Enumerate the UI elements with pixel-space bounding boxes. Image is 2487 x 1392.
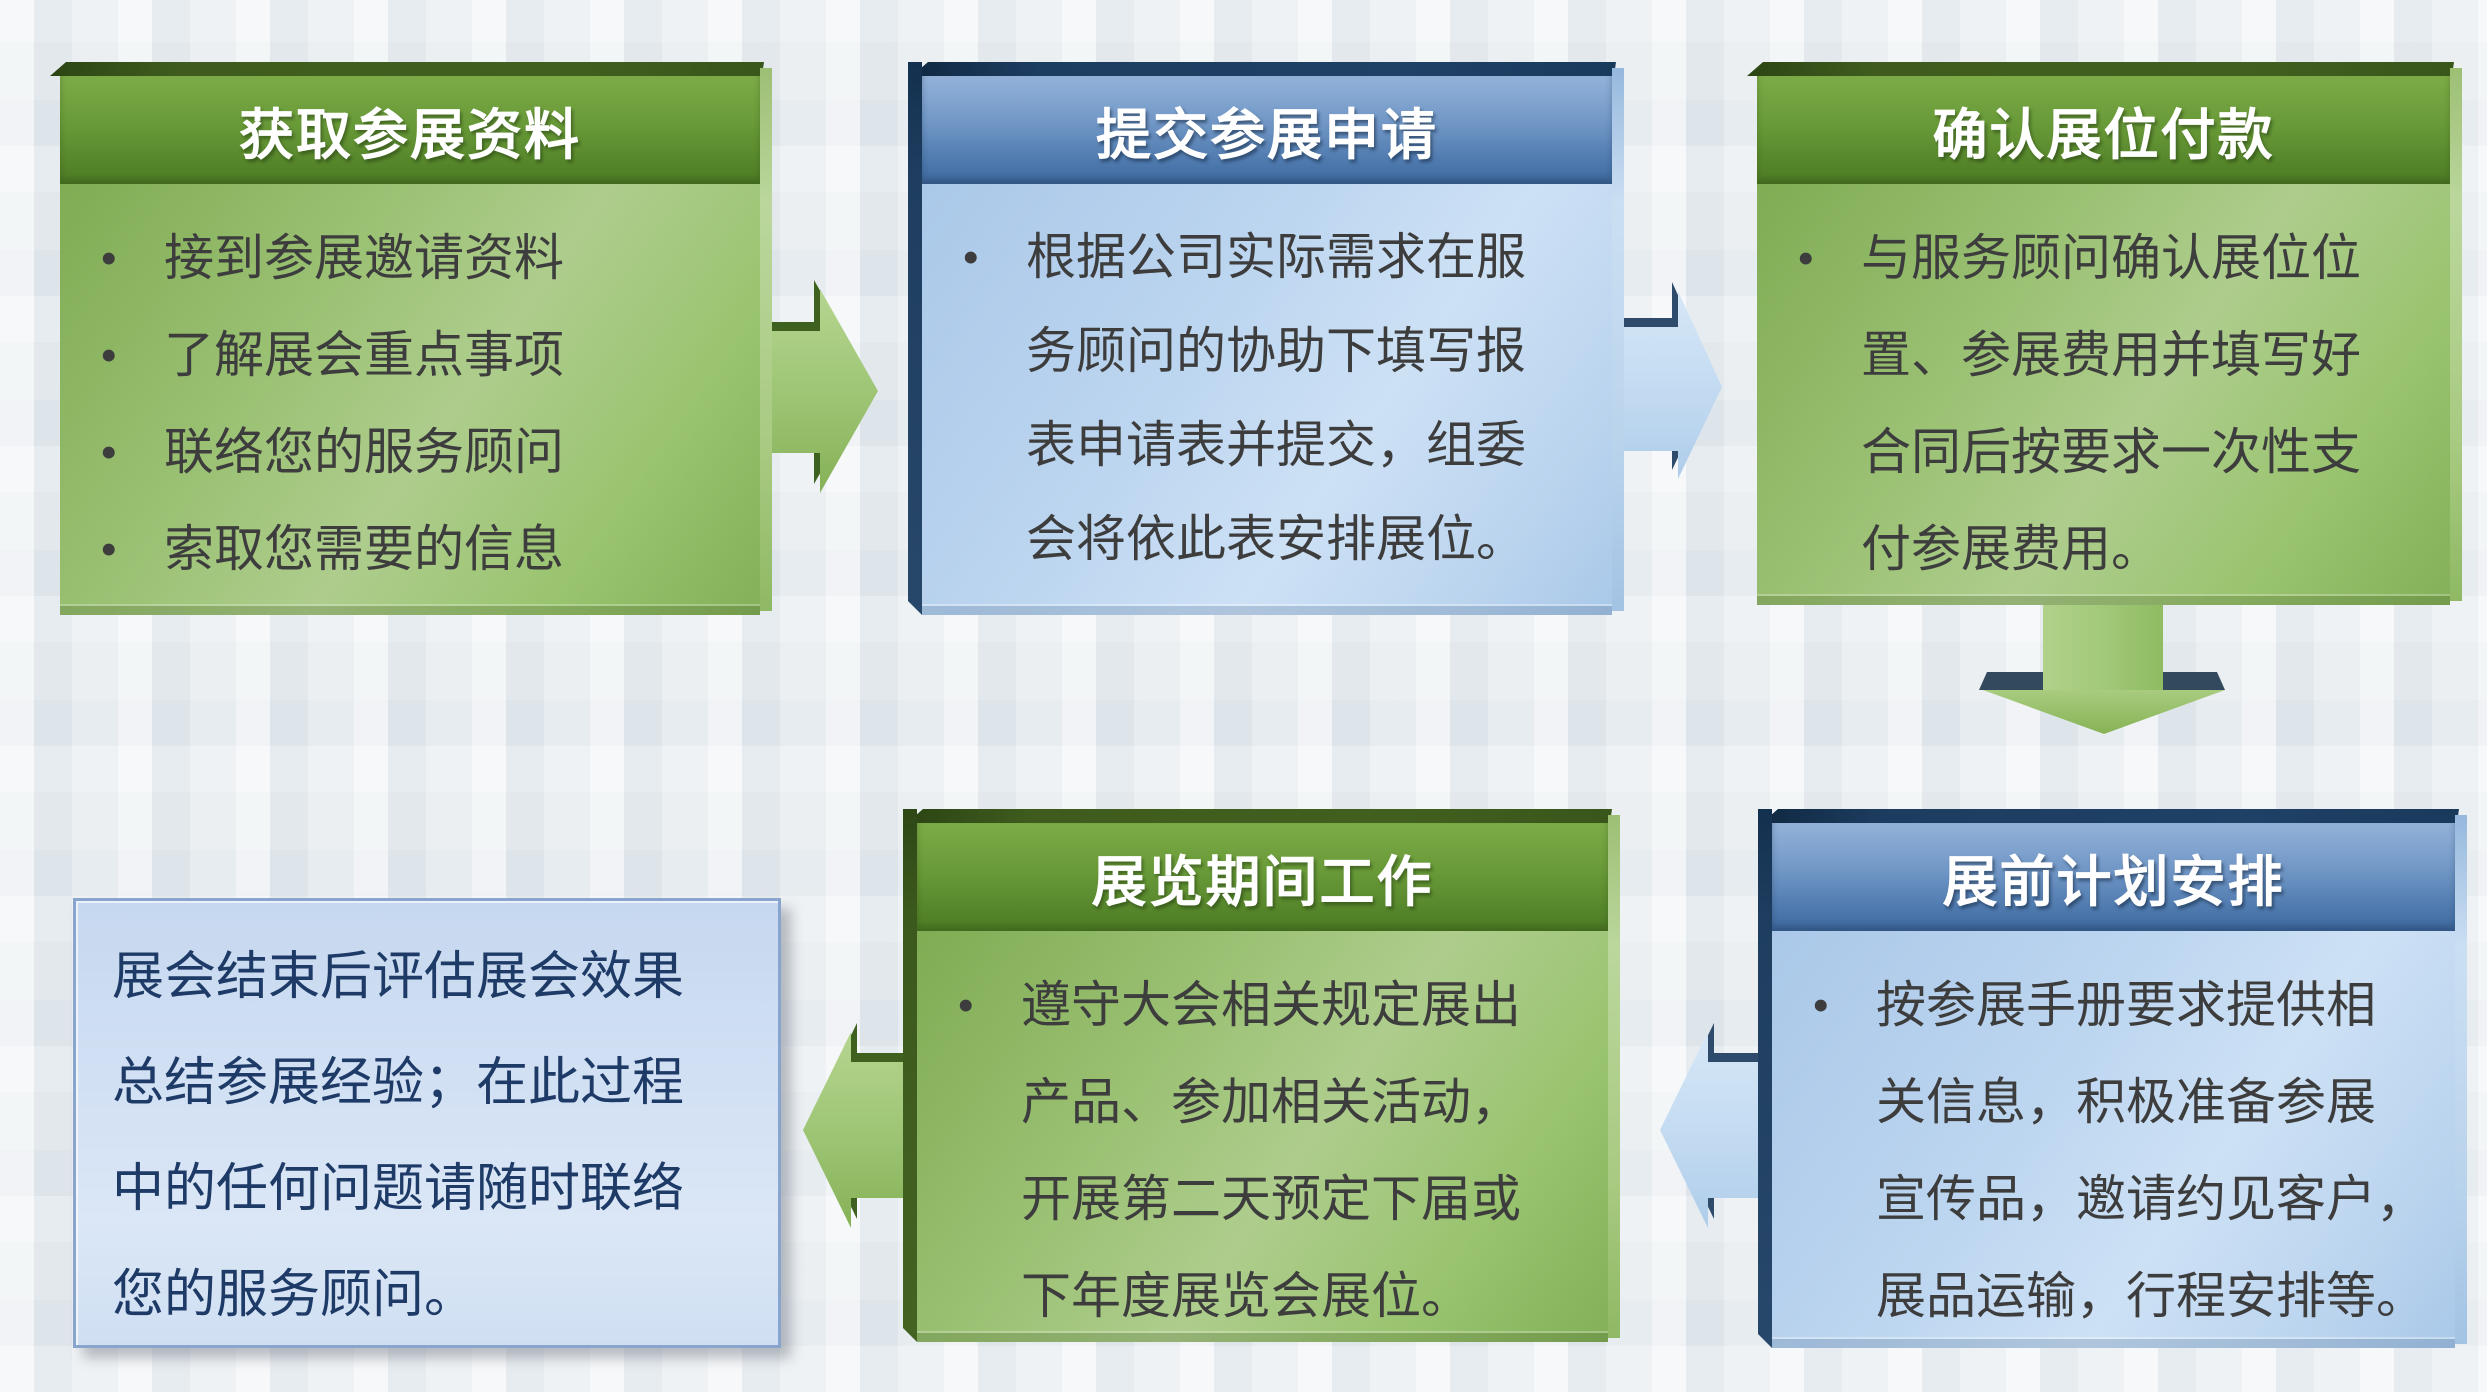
- step-title-bar: 展览期间工作: [917, 823, 1608, 931]
- bullet-icon: •: [1797, 230, 1815, 286]
- flow-step-5: 展览期间工作 • 遵守大会相关规定展出 产品、参加相关活动， 开展第二天预定下届或…: [917, 823, 1620, 1342]
- box-3d-right-edge: [1608, 815, 1620, 1338]
- step-body: • 遵守大会相关规定展出 产品、参加相关活动， 开展第二天预定下届或 下年度展览会…: [917, 931, 1608, 1342]
- list-item: • 联络您的服务顾问: [60, 404, 760, 501]
- summary-text: 展会结束后评估展会效果 总结参展经验；在此过程 中的任何问题请随时联络 您的服务…: [112, 949, 685, 1324]
- box-3d-left-edge: [903, 809, 917, 1342]
- box-3d-right-edge: [760, 68, 772, 611]
- bullet-icon: •: [100, 521, 118, 577]
- box-3d-left-edge: [908, 62, 922, 615]
- step-title-bar: 展前计划安排: [1772, 823, 2455, 931]
- bullet-icon: •: [100, 230, 118, 286]
- flow-step-1: 获取参展资料 • 接到参展邀请资料 • 了解展会重点事项 • 联络您的服务顾问 • 索取…: [60, 76, 772, 615]
- flow-step-6-summary-note: 展会结束后评估展会效果 总结参展经验；在此过程 中的任何问题请随时联络 您的服务…: [73, 898, 781, 1348]
- arrow-3d-accent-left: [1979, 672, 2043, 690]
- list-item: • 了解展会重点事项: [60, 307, 760, 404]
- list-item-text: 索取您需要的信息: [164, 521, 564, 577]
- list-item-text: 与服务顾问确认展位位 置、参展费用并填写好 合同后按要求一次性支 付参展费用。: [1861, 230, 2361, 577]
- bullet-list: • 遵守大会相关规定展出 产品、参加相关活动， 开展第二天预定下届或 下年度展览会…: [917, 931, 1608, 1345]
- list-item-text: 遵守大会相关规定展出 产品、参加相关活动， 开展第二天预定下届或 下年度展览会展…: [1021, 977, 1521, 1324]
- box-3d-top-edge: [1762, 809, 2459, 823]
- step-body: • 按参展手册要求提供相 关信息，积极准备参展 宣传品，邀请约见客户， 展品运输，…: [1772, 931, 2455, 1348]
- step-body: • 与服务顾问确认展位位 置、参展费用并填写好 合同后按要求一次性支 付参展费用。: [1757, 184, 2450, 605]
- step-title: 确认展位付款: [1932, 105, 2275, 166]
- bullet-icon: •: [100, 327, 118, 383]
- step-title: 获取参展资料: [238, 105, 581, 166]
- arrow-body: [803, 1032, 930, 1228]
- arrow-3d-accent-right: [2163, 672, 2225, 690]
- bullet-list: • 按参展手册要求提供相 关信息，积极准备参展 宣传品，邀请约见客户， 展品运输，…: [1772, 931, 2455, 1345]
- box-3d-right-edge: [2455, 815, 2467, 1344]
- step-title: 提交参展申请: [1095, 105, 1438, 166]
- list-item: • 按参展手册要求提供相 关信息，积极准备参展 宣传品，邀请约见客户， 展品运输，…: [1772, 957, 2455, 1345]
- step-title-bar: 提交参展申请: [922, 76, 1612, 184]
- bullet-list: • 接到参展邀请资料 • 了解展会重点事项 • 联络您的服务顾问 • 索取您需要的信息: [60, 184, 760, 598]
- box-3d-right-edge: [2450, 68, 2462, 601]
- box-3d-top-edge: [50, 62, 764, 76]
- flow-step-3: 确认展位付款 • 与服务顾问确认展位位 置、参展费用并填写好 合同后按要求一次性支…: [1757, 76, 2462, 605]
- step-title: 展览期间工作: [1091, 852, 1434, 913]
- arrow-body: [1660, 1032, 1790, 1228]
- arrow-head: [1983, 690, 2225, 734]
- step-title-bar: 确认展位付款: [1757, 76, 2450, 184]
- box-3d-left-edge: [1758, 809, 1772, 1348]
- box-3d-top-edge: [912, 62, 1616, 76]
- box-3d-top-edge: [907, 809, 1612, 823]
- bullet-list: • 与服务顾问确认展位位 置、参展费用并填写好 合同后按要求一次性支 付参展费用。: [1757, 184, 2450, 598]
- step-title: 展前计划安排: [1942, 852, 2285, 913]
- bullet-icon: •: [1812, 977, 1830, 1033]
- flow-step-4: 展前计划安排 • 按参展手册要求提供相 关信息，积极准备参展 宣传品，邀请约见客户…: [1772, 823, 2467, 1348]
- list-item-text: 接到参展邀请资料: [164, 230, 564, 286]
- list-item: • 索取您需要的信息: [60, 501, 760, 598]
- list-item-text: 联络您的服务顾问: [164, 424, 564, 480]
- bullet-list: • 根据公司实际需求在服 务顾问的协助下填写报 表申请表并提交，组委 会将依此表安…: [922, 184, 1612, 586]
- list-item: • 遵守大会相关规定展出 产品、参加相关活动， 开展第二天预定下届或 下年度展览会…: [917, 957, 1608, 1345]
- list-item: • 根据公司实际需求在服 务顾问的协助下填写报 表申请表并提交，组委 会将依此表安…: [922, 210, 1612, 586]
- list-item-text: 了解展会重点事项: [164, 327, 564, 383]
- box-3d-right-edge: [1612, 68, 1624, 611]
- step-title-bar: 获取参展资料: [60, 76, 760, 184]
- bullet-icon: •: [100, 424, 118, 480]
- box-3d-top-edge: [1747, 62, 2454, 76]
- bullet-icon: •: [957, 977, 975, 1033]
- list-item-text: 按参展手册要求提供相 关信息，积极准备参展 宣传品，邀请约见客户， 展品运输，行…: [1876, 977, 2426, 1324]
- list-item: • 接到参展邀请资料: [60, 210, 760, 307]
- list-item-text: 根据公司实际需求在服 务顾问的协助下填写报 表申请表并提交，组委 会将依此表安排…: [1026, 229, 1526, 567]
- list-item: • 与服务顾问确认展位位 置、参展费用并填写好 合同后按要求一次性支 付参展费用。: [1757, 210, 2450, 598]
- step-body: • 根据公司实际需求在服 务顾问的协助下填写报 表申请表并提交，组委 会将依此表安…: [922, 184, 1612, 615]
- step-body: • 接到参展邀请资料 • 了解展会重点事项 • 联络您的服务顾问 • 索取您需要的信息: [60, 184, 760, 615]
- flow-step-2: 提交参展申请 • 根据公司实际需求在服 务顾问的协助下填写报 表申请表并提交，组委…: [922, 76, 1624, 615]
- bullet-icon: •: [962, 229, 980, 285]
